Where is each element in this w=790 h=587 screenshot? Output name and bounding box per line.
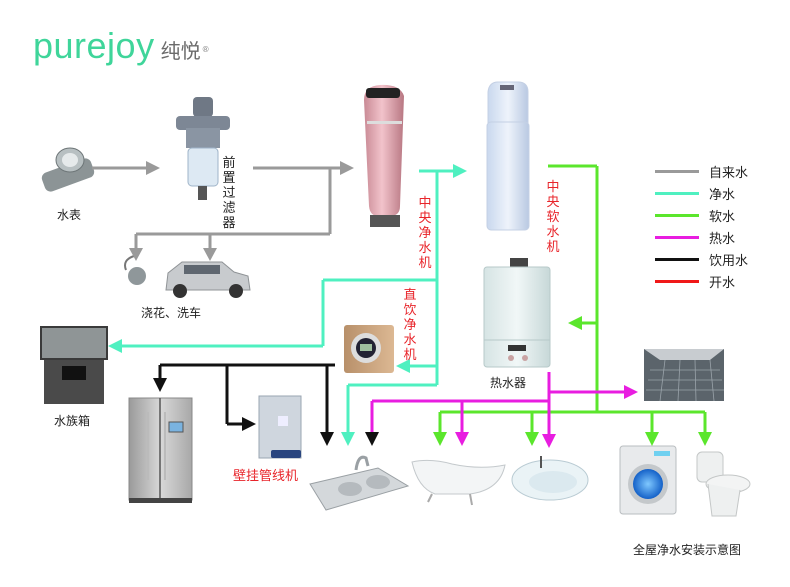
legend-item-tap-water: 自来水	[655, 160, 748, 182]
legend-item-drinking-water: 饮用水	[655, 248, 748, 270]
legend-swatch	[655, 169, 699, 173]
legend-item-hot-water: 热水	[655, 226, 748, 248]
drinking-water-pipes	[158, 363, 335, 434]
car-icon	[165, 261, 251, 298]
diagram-caption: 全屋净水安装示意图	[633, 543, 742, 557]
pre-filter-icon	[176, 97, 230, 200]
legend-swatch	[655, 257, 699, 261]
legend: 自来水 净水 软水 热水 饮用水 开水	[655, 160, 748, 292]
label-central-purifier: 中央净水机	[418, 196, 432, 271]
legend-swatch	[655, 213, 699, 217]
label-water-meter: 水表	[57, 208, 82, 222]
legend-item-boiled-water: 开水	[655, 270, 748, 292]
legend-swatch	[655, 191, 699, 195]
kitchen-sink-icon	[309, 455, 410, 511]
legend-item-soft-water: 软水	[655, 204, 748, 226]
legend-label: 开水	[709, 275, 736, 291]
water-heater-icon	[483, 258, 551, 368]
soft-water-pipes	[438, 164, 707, 434]
water-meter-icon	[41, 147, 95, 192]
watering-can-icon	[124, 255, 146, 285]
purified-water-pipes	[120, 169, 455, 432]
direct-drink-purifier-icon	[344, 325, 394, 373]
legend-label: 热水	[709, 231, 736, 247]
label-central-softener: 中央软水机	[546, 180, 560, 255]
label-wall-dispenser: 壁挂管线机	[233, 469, 299, 484]
hot-water-arrows	[455, 385, 638, 448]
toilet-icon	[696, 451, 751, 517]
label-direct-drink-purifier: 直饮净水机	[403, 288, 417, 363]
floor-heating-icon	[644, 349, 724, 402]
brand-name-en: purejoy	[33, 25, 155, 66]
label-pre-filter: 前置过滤器	[222, 156, 236, 231]
central-purifier-icon	[364, 84, 404, 227]
drinking-water-arrows	[153, 378, 379, 446]
brand-name-cn: 纯悦	[160, 39, 201, 63]
refrigerator-icon	[128, 397, 193, 503]
label-aquarium: 水族箱	[54, 414, 91, 428]
aquarium-icon	[40, 326, 108, 404]
legend-swatch	[655, 235, 699, 239]
legend-swatch	[655, 279, 699, 283]
legend-label: 饮用水	[709, 253, 749, 269]
legend-item-purified-water: 净水	[655, 182, 748, 204]
bathtub-icon	[411, 459, 506, 506]
hot-water-pipes	[370, 372, 625, 436]
brand-logo: purejoy 纯悦 ®	[33, 28, 210, 64]
purified-water-arrows	[108, 164, 467, 446]
washing-machine-icon	[619, 445, 677, 515]
legend-label: 软水	[709, 209, 736, 225]
tap-water-arrows	[129, 161, 354, 261]
tap-water-pipes	[92, 166, 340, 250]
soft-water-arrows	[433, 316, 712, 446]
wall-dispenser-icon	[258, 395, 302, 459]
label-water-heater: 热水器	[490, 376, 527, 390]
registered-mark: ®	[201, 45, 210, 54]
legend-label: 净水	[709, 187, 736, 203]
legend-label: 自来水	[709, 165, 749, 181]
label-garden-car: 浇花、洗车	[141, 306, 202, 320]
wash-basin-icon	[511, 456, 589, 501]
central-softener-icon	[486, 81, 530, 231]
